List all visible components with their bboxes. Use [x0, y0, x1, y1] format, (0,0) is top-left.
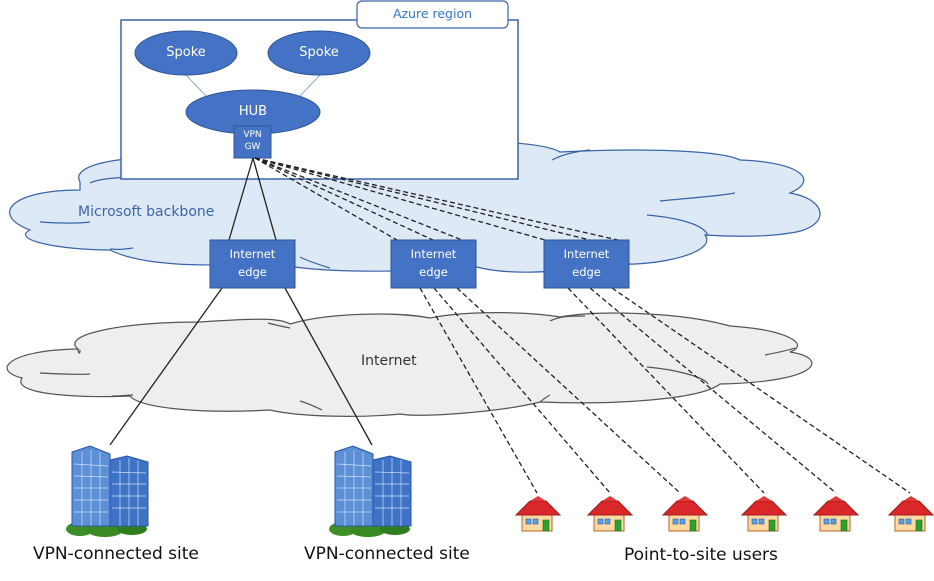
house-icon	[813, 495, 859, 532]
spoke-left-label: Spoke	[166, 45, 206, 60]
backbone-label: Microsoft backbone	[78, 204, 215, 220]
internet-edge-3-label-line2: edge	[572, 265, 601, 279]
site-1-label: VPN-connected site	[33, 544, 199, 564]
vpn-gateway-label-line1: VPN	[243, 130, 262, 140]
azure-region-label-box	[356, 0, 509, 29]
site-to-site-links	[109, 157, 373, 446]
vpn-gateway-label-line2: GW	[244, 142, 261, 152]
hub-label: HUB	[238, 104, 268, 119]
internet-edge-1[interactable]	[209, 239, 296, 289]
internet-edge-1-label-line1: Internet	[229, 247, 276, 261]
internet-label: Internet	[361, 353, 417, 369]
house-icon	[587, 495, 633, 532]
internet-edge-1-label-line2: edge	[238, 265, 267, 279]
house-icon	[741, 495, 787, 532]
link-spoke-right-hub	[299, 74, 321, 97]
point-to-site-links	[254, 157, 911, 494]
link-spoke-left-hub	[185, 74, 207, 97]
spoke-right-node[interactable]	[267, 30, 371, 76]
internet-edge-3[interactable]	[543, 239, 630, 289]
office-building-icon	[328, 445, 412, 538]
site-2-label: VPN-connected site	[304, 544, 470, 564]
internet-edge-2[interactable]	[390, 239, 477, 289]
internet-edge-2-label-line1: Internet	[410, 247, 457, 261]
house-icon	[662, 495, 708, 532]
p2s-users-label: Point-to-site users	[624, 545, 778, 565]
office-building-icon	[65, 445, 149, 538]
spoke-left-node[interactable]	[134, 30, 238, 76]
house-icon	[515, 495, 561, 532]
azure-region-label: Azure region	[392, 6, 473, 21]
internet-edge-3-label-line1: Internet	[563, 247, 610, 261]
vpn-gateway-node[interactable]	[233, 125, 272, 159]
house-icon	[888, 495, 934, 532]
internet-cloud	[6, 312, 813, 417]
internet-edge-2-label-line2: edge	[419, 265, 448, 279]
spoke-right-label: Spoke	[299, 45, 339, 60]
